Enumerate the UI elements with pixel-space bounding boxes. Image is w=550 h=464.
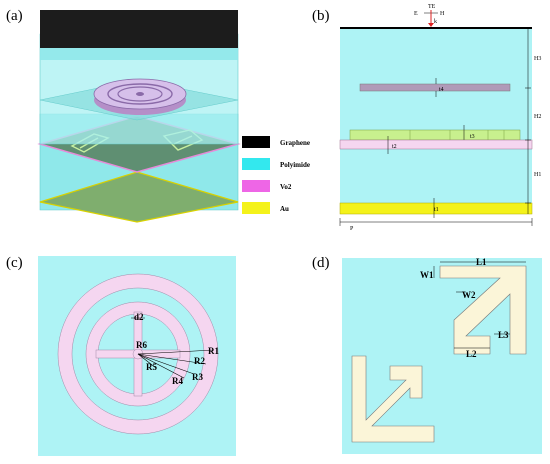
r2-label: R2	[194, 356, 205, 366]
top-right-arrow	[439, 265, 527, 355]
h3-label: H3	[534, 56, 541, 62]
ring-resonator-3d	[93, 78, 187, 115]
incident-wave-icon: TE E H k	[414, 4, 445, 27]
gold-ground-plane	[39, 171, 239, 223]
w2-label: W2	[462, 290, 476, 300]
graphene-top-layer	[40, 10, 238, 48]
k-vector-label: k	[434, 19, 437, 25]
h-field-label: H	[440, 11, 445, 17]
panel-b-cross-section: TE E H k t4 t3 t2 t1 H3 H2 H1 P	[339, 4, 541, 232]
gold-layer-bar	[339, 202, 533, 215]
panel-c-label: (c)	[6, 255, 23, 271]
t2-label: t2	[392, 144, 397, 150]
panel-a-3d-structure	[37, 10, 241, 223]
legend-swatch-polyimide	[242, 158, 270, 170]
w1-label: W1	[420, 270, 434, 280]
vo2-pattern-bar	[349, 129, 521, 141]
r6-label: R6	[136, 340, 147, 350]
radius-arrows	[137, 349, 215, 379]
panel-b-label: (b)	[312, 8, 330, 24]
l1-label: L1	[476, 258, 487, 267]
e-field-label: E	[414, 11, 418, 17]
t3-label: t3	[470, 134, 475, 140]
dimension-lines	[433, 261, 526, 349]
p-label: P	[350, 226, 354, 232]
d2-label: d2	[134, 312, 144, 322]
legend-label-graphene: Graphene	[280, 139, 310, 147]
te-label: TE	[428, 4, 436, 10]
cross-section-background	[340, 28, 532, 214]
legend-swatch-graphene	[242, 136, 270, 148]
legend-label-au: Au	[280, 205, 289, 213]
legend-swatch-vo2	[242, 180, 270, 192]
bottom-left-arrow	[351, 355, 435, 443]
legend-swatch-au	[242, 202, 270, 214]
ring-layer-bar	[359, 83, 511, 92]
t4-label: t4	[439, 87, 444, 93]
material-legend: Graphene Polyimide Vo2 Au	[242, 136, 310, 214]
vo2-layer-bar	[339, 139, 533, 150]
panel-a-label: (a)	[6, 8, 23, 24]
panel-c-ring-top-view: d2 R6 R5 R4 R3 R2 R1	[38, 256, 236, 456]
l3-label: L3	[498, 330, 509, 340]
t1-label: t1	[434, 207, 439, 213]
legend-label-vo2: Vo2	[280, 183, 292, 191]
h2-label: H2	[534, 114, 541, 120]
vo2-arrow-shapes	[351, 265, 527, 443]
l2-label: L2	[466, 349, 477, 359]
r4-label: R4	[172, 376, 183, 386]
panel-d-arrow-top-view: L1 W1 W2 L2 L3	[342, 258, 542, 454]
panel-d-label: (d)	[312, 255, 330, 271]
r1-label: R1	[208, 346, 219, 356]
legend-label-polyimide: Polyimide	[280, 161, 310, 169]
h1-label: H1	[534, 172, 541, 178]
r5-label: R5	[146, 362, 157, 372]
r3-label: R3	[192, 372, 203, 382]
